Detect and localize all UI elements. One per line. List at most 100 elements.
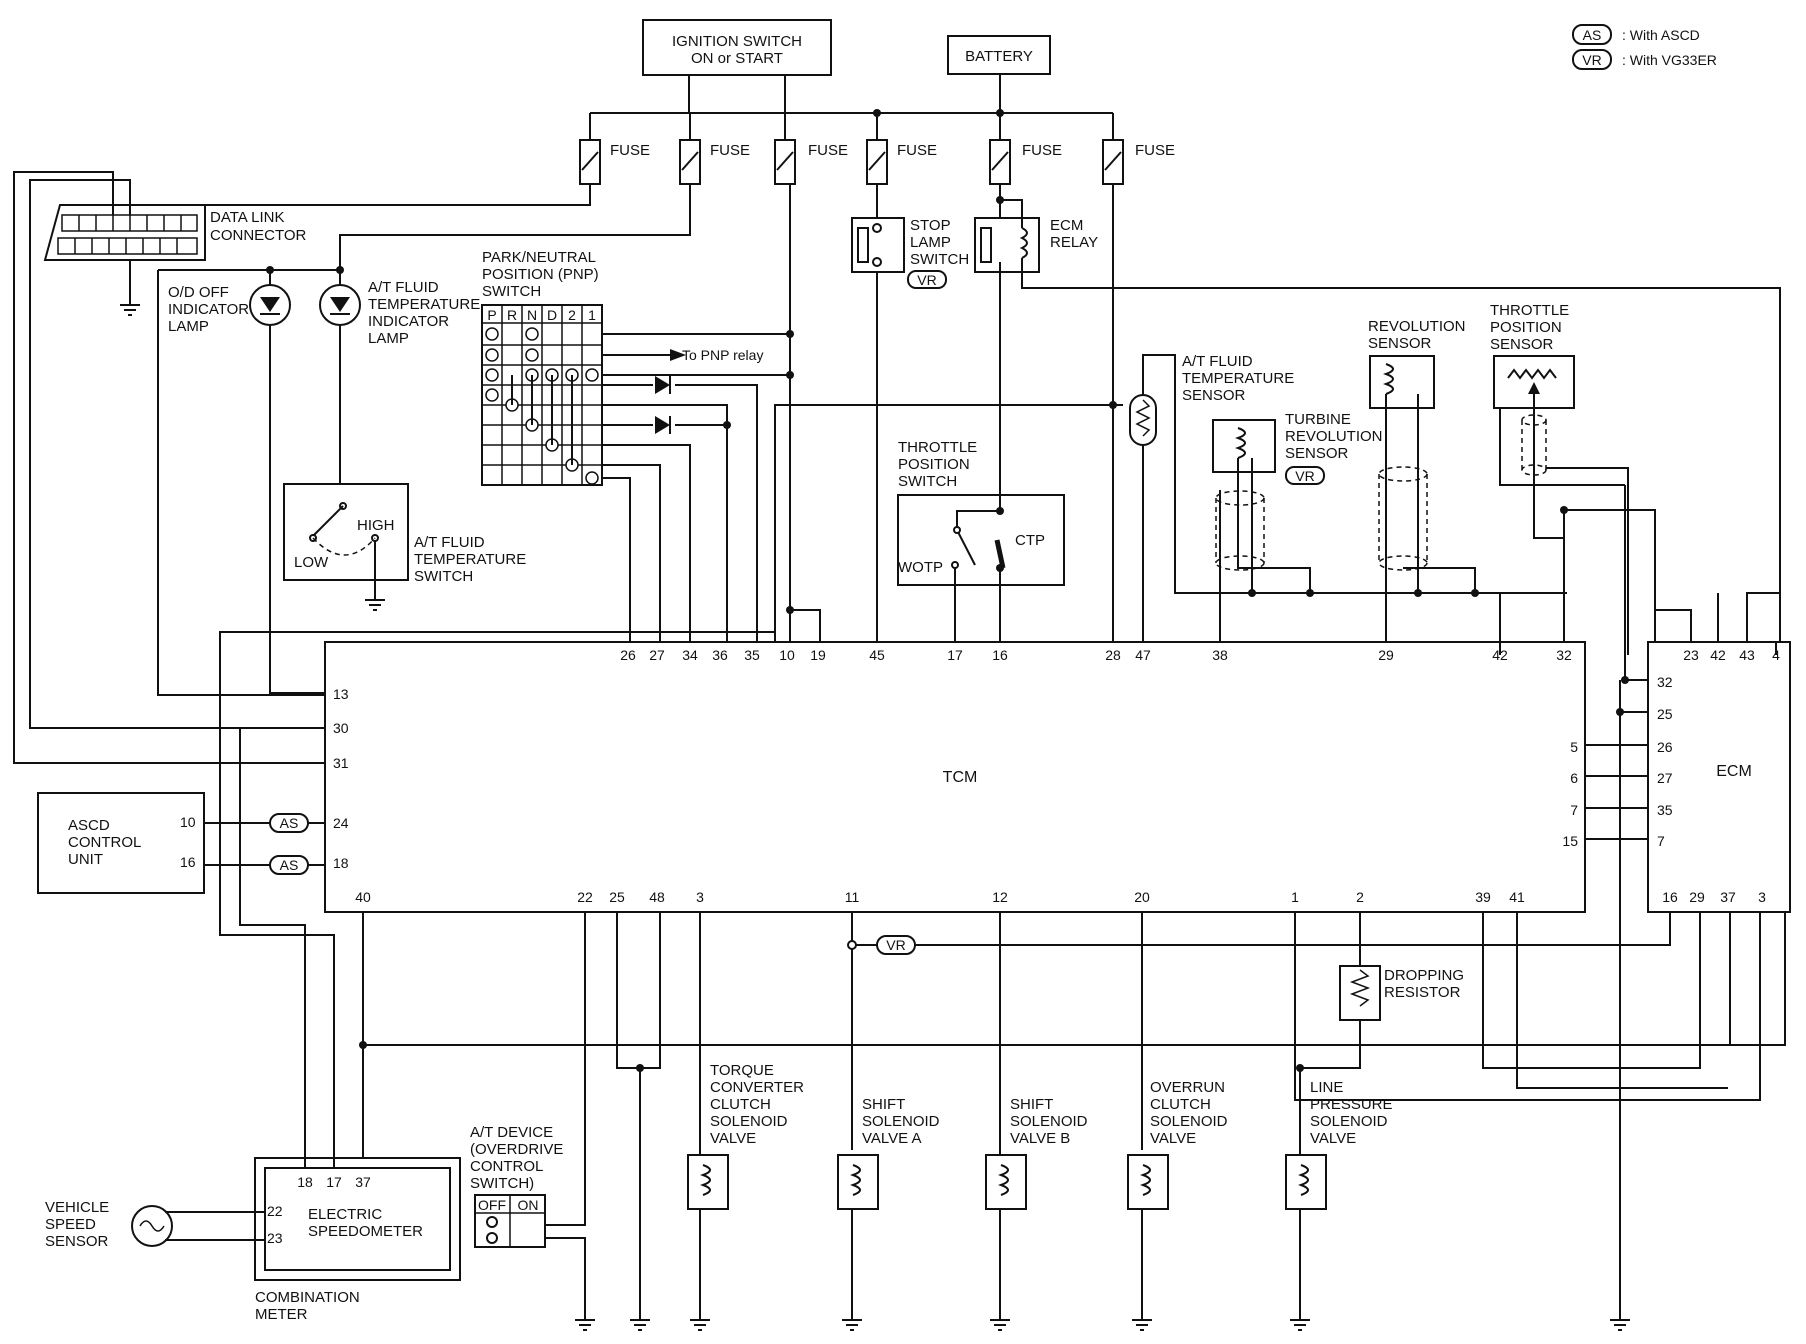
svg-text:UNIT: UNIT bbox=[68, 851, 103, 868]
svg-text:FUSE: FUSE bbox=[1022, 142, 1062, 159]
svg-text:LAMP: LAMP bbox=[910, 234, 951, 251]
svg-text:VALVE: VALVE bbox=[1150, 1130, 1196, 1147]
legend-vr-tag: VR bbox=[1582, 52, 1601, 68]
svg-text:SWITCH): SWITCH) bbox=[470, 1175, 534, 1192]
svg-text:SWITCH: SWITCH bbox=[482, 283, 541, 300]
ignition-label-1: IGNITION SWITCH bbox=[672, 33, 802, 50]
svg-text:10: 10 bbox=[180, 814, 196, 830]
svg-text:23: 23 bbox=[267, 1230, 283, 1246]
svg-text:SHIFT: SHIFT bbox=[862, 1096, 905, 1113]
svg-text:36: 36 bbox=[712, 647, 728, 663]
svg-text:15: 15 bbox=[1562, 833, 1578, 849]
svg-text:32: 32 bbox=[1657, 674, 1673, 690]
svg-text:16: 16 bbox=[1662, 889, 1678, 905]
svg-text:VALVE: VALVE bbox=[710, 1130, 756, 1147]
svg-text:19: 19 bbox=[810, 647, 826, 663]
ignition-label-2: ON or START bbox=[691, 50, 783, 67]
svg-text:LAMP: LAMP bbox=[168, 318, 209, 335]
at-device: A/T DEVICE (OVERDRIVE CONTROL SWITCH) OF… bbox=[470, 1124, 595, 1331]
ecm-box bbox=[1647, 641, 1791, 913]
svg-text:6: 6 bbox=[1570, 770, 1578, 786]
svg-text:CONTROL: CONTROL bbox=[68, 834, 141, 851]
fuse-6: FUSE bbox=[1102, 113, 1175, 185]
svg-text:FUSE: FUSE bbox=[897, 142, 937, 159]
svg-text:7: 7 bbox=[1657, 833, 1665, 849]
svg-text:METER: METER bbox=[255, 1306, 308, 1323]
svg-text:LAMP: LAMP bbox=[368, 330, 409, 347]
svg-text:OVERRUN: OVERRUN bbox=[1150, 1079, 1225, 1096]
solenoid-valves: TORQUE CONVERTER CLUTCH SOLENOID VALVE S… bbox=[687, 912, 1393, 1331]
svg-text:SOLENOID: SOLENOID bbox=[710, 1113, 788, 1130]
svg-text:FUSE: FUSE bbox=[1135, 142, 1175, 159]
stop-lamp-switch: STOP LAMP SWITCH VR bbox=[851, 184, 969, 655]
svg-text:11: 11 bbox=[845, 889, 860, 905]
svg-text:RELAY: RELAY bbox=[1050, 234, 1098, 251]
svg-text:CTP: CTP bbox=[1015, 532, 1045, 549]
svg-text:SWITCH: SWITCH bbox=[910, 251, 969, 268]
svg-text:23: 23 bbox=[1683, 647, 1699, 663]
svg-text:LOW: LOW bbox=[294, 554, 329, 571]
battery-label: BATTERY bbox=[965, 48, 1033, 65]
svg-text:D: D bbox=[547, 307, 557, 323]
svg-text:22: 22 bbox=[267, 1203, 283, 1219]
svg-text:TEMPERATURE: TEMPERATURE bbox=[1182, 370, 1294, 387]
svg-text:24: 24 bbox=[333, 815, 349, 831]
fuses: FUSE FUSE FUSE FUSE FUSE FUSE bbox=[579, 75, 1175, 185]
svg-text:SWITCH: SWITCH bbox=[898, 473, 957, 490]
svg-text:VR: VR bbox=[886, 937, 905, 953]
svg-text:A/T FLUID: A/T FLUID bbox=[368, 279, 439, 296]
svg-text:FUSE: FUSE bbox=[610, 142, 650, 159]
svg-text:OFF: OFF bbox=[478, 1197, 506, 1213]
svg-text:38: 38 bbox=[1212, 647, 1228, 663]
svg-text:VALVE B: VALVE B bbox=[1010, 1130, 1070, 1147]
svg-text:CONVERTER: CONVERTER bbox=[710, 1079, 804, 1096]
tcm-label: TCM bbox=[943, 769, 978, 786]
svg-text:INDICATOR: INDICATOR bbox=[368, 313, 449, 330]
svg-text:SWITCH: SWITCH bbox=[414, 568, 473, 585]
svg-text:SENSOR: SENSOR bbox=[1182, 387, 1246, 404]
svg-text:45: 45 bbox=[869, 647, 885, 663]
svg-text:TEMPERATURE: TEMPERATURE bbox=[368, 296, 480, 313]
svg-text:13: 13 bbox=[333, 686, 349, 702]
svg-text:10: 10 bbox=[779, 647, 795, 663]
svg-text:29: 29 bbox=[1378, 647, 1394, 663]
svg-text:FUSE: FUSE bbox=[808, 142, 848, 159]
ecm-label: ECM bbox=[1716, 763, 1752, 780]
svg-text:2: 2 bbox=[1356, 889, 1364, 905]
svg-text:28: 28 bbox=[1105, 647, 1121, 663]
svg-text:41: 41 bbox=[1509, 889, 1525, 905]
svg-text:SENSOR: SENSOR bbox=[1368, 335, 1432, 352]
svg-text:16: 16 bbox=[180, 854, 196, 870]
svg-text:POSITION: POSITION bbox=[1490, 319, 1562, 336]
svg-text:12: 12 bbox=[992, 889, 1008, 905]
data-link-label-2: CONNECTOR bbox=[210, 227, 307, 244]
svg-text:SENSOR: SENSOR bbox=[1490, 336, 1554, 353]
combination-meter: 18 17 37 22 23 ELECTRIC SPEEDOMETER COMB… bbox=[219, 655, 461, 1323]
svg-text:POSITION (PNP): POSITION (PNP) bbox=[482, 266, 599, 283]
svg-text:SOLENOID: SOLENOID bbox=[862, 1113, 940, 1130]
legend-as-tag: AS bbox=[1583, 27, 1602, 43]
fuse-1: FUSE bbox=[579, 113, 650, 185]
ignition-feed bbox=[789, 184, 821, 655]
svg-text:16: 16 bbox=[992, 647, 1008, 663]
pnp-switch: PARK/NEUTRAL POSITION (PNP) SWITCH P R N… bbox=[481, 249, 794, 655]
svg-text:CLUTCH: CLUTCH bbox=[710, 1096, 771, 1113]
fluid-temperature-indicator-lamp: A/T FLUID TEMPERATURE INDICATOR LAMP bbox=[319, 184, 691, 505]
legend: AS : With ASCD VR : With VG33ER bbox=[1572, 24, 1717, 70]
svg-text:47: 47 bbox=[1135, 647, 1151, 663]
svg-text:17: 17 bbox=[326, 1174, 342, 1190]
svg-text:39: 39 bbox=[1475, 889, 1491, 905]
svg-text:TURBINE: TURBINE bbox=[1285, 411, 1351, 428]
svg-text:5: 5 bbox=[1570, 739, 1578, 755]
svg-text:REVOLUTION: REVOLUTION bbox=[1368, 318, 1466, 335]
svg-text:STOP: STOP bbox=[910, 217, 951, 234]
svg-text:LINE: LINE bbox=[1310, 1079, 1343, 1096]
svg-text:32: 32 bbox=[1556, 647, 1572, 663]
svg-text:INDICATOR: INDICATOR bbox=[168, 301, 249, 318]
svg-text:SENSOR: SENSOR bbox=[1285, 445, 1349, 462]
svg-text:To PNP relay: To PNP relay bbox=[682, 347, 763, 363]
turbine-revolution-sensor: TURBINE REVOLUTION SENSOR VR bbox=[1212, 411, 1383, 655]
svg-text:22: 22 bbox=[577, 889, 593, 905]
svg-text:27: 27 bbox=[1657, 770, 1673, 786]
